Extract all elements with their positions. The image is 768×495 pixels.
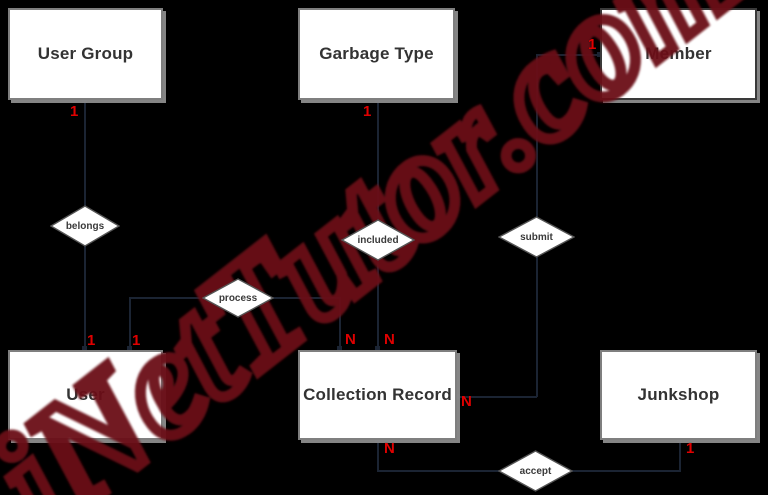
connector-process-collection-vertical (339, 298, 341, 350)
cardinality-collection-accept: N (384, 440, 395, 457)
relationship-belongs-label: belongs (65, 220, 105, 232)
cardinality-junkshop-accept: 1 (686, 440, 695, 457)
cardinality-collection-submit: N (461, 393, 472, 410)
cardinality-collection-process: N (345, 331, 356, 348)
connector-member-submit-vertical (536, 54, 538, 237)
diamond-shape-included (341, 219, 415, 261)
relationship-included-label: included (357, 234, 399, 246)
diamond-shape-belongs (50, 205, 120, 247)
diamond-shape-process (202, 278, 274, 318)
entity-collection-record-label: Collection Record (303, 384, 452, 404)
tick-user-process (127, 346, 132, 351)
cardinality-member-submit: 1 (588, 36, 597, 53)
entity-user[interactable]: User (8, 350, 163, 440)
tick-collection-process (337, 346, 342, 351)
relationship-process-label: process (218, 292, 258, 304)
cardinality-garbagetype-included: 1 (363, 103, 372, 120)
entity-collection-record[interactable]: Collection Record (298, 350, 457, 440)
entity-user-group-label: User Group (37, 43, 134, 63)
connector-collection-accept-vertical (377, 440, 379, 471)
entity-garbage-type[interactable]: Garbage Type (298, 8, 455, 100)
connector-user-process-vertical (129, 298, 131, 350)
tick-collection-submit (455, 394, 460, 399)
relationship-belongs[interactable]: belongs (50, 205, 120, 247)
relationship-process[interactable]: process (202, 278, 274, 318)
relationship-accept-label: accept (519, 465, 552, 477)
tick-junkshop-accept (677, 438, 682, 443)
relationship-included[interactable]: included (341, 219, 415, 261)
cardinality-usergroup-belongs: 1 (70, 103, 79, 120)
connector-member-submit-horizontal (536, 54, 600, 56)
entity-member[interactable]: Member (600, 8, 757, 100)
entity-garbage-type-label: Garbage Type (319, 43, 434, 63)
tick-usergroup-belongs (82, 98, 87, 103)
tick-user-belongs (82, 346, 87, 351)
entity-user-group[interactable]: User Group (8, 8, 163, 100)
cardinality-user-process: 1 (132, 332, 141, 349)
tick-garbagetype-included (375, 98, 380, 103)
cardinality-collection-included: N (384, 331, 395, 348)
diamond-shape-accept (498, 450, 573, 492)
entity-junkshop[interactable]: Junkshop (600, 350, 757, 440)
tick-collection-included (375, 346, 380, 351)
relationship-submit[interactable]: submit (498, 216, 575, 258)
cardinality-user-belongs: 1 (87, 332, 96, 349)
connector-submit-collection-horizontal (457, 396, 537, 398)
connector-submit-collection-vertical (536, 237, 538, 397)
tick-member-submit (597, 52, 602, 57)
relationship-accept[interactable]: accept (498, 450, 573, 492)
relationship-submit-label: submit (520, 231, 553, 243)
diamond-shape-submit (498, 216, 575, 258)
tick-collection-accept (375, 438, 380, 443)
connector-junkshop-accept-vertical (679, 440, 681, 471)
entity-user-label: User (66, 384, 105, 404)
entity-junkshop-label: Junkshop (637, 384, 720, 404)
entity-member-label: Member (645, 43, 712, 63)
